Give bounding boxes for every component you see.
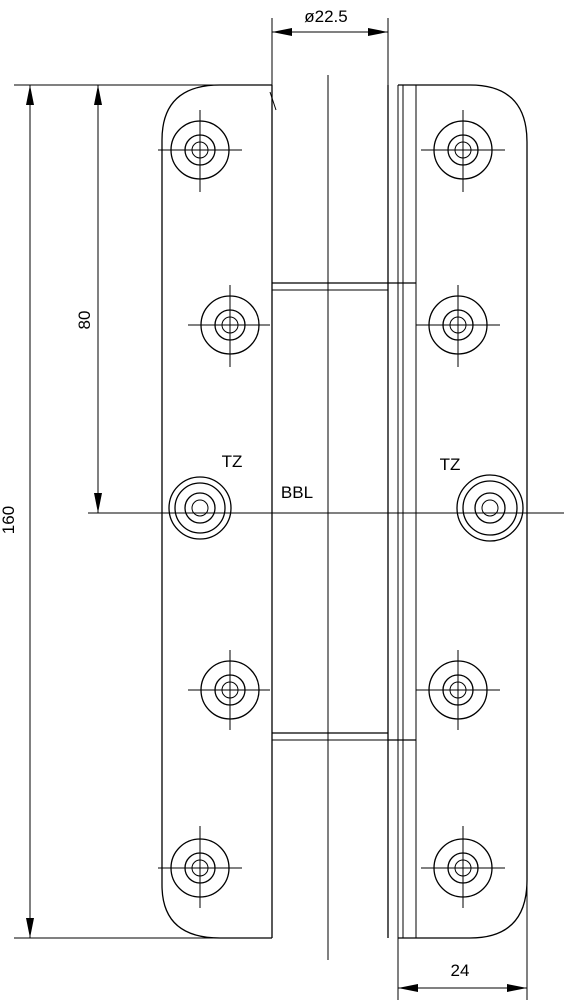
screw-hole-right-2 (416, 285, 500, 367)
screw-hole-left-2 (188, 285, 270, 367)
right-leaf-outline (398, 84, 528, 939)
label-tz-right: TZ (440, 455, 461, 474)
dimension-hole-spacing (94, 85, 102, 513)
screw-hole-right-4 (421, 826, 505, 908)
screw-hole-left-4 (158, 826, 242, 908)
dimension-total-height (14, 84, 222, 939)
screw-hole-left-3 (188, 650, 270, 730)
hinge-barrel (271, 75, 417, 960)
dimension-total-height-label: 160 (0, 506, 18, 534)
dimension-leaf-width-label: 24 (451, 961, 470, 980)
left-leaf-joint-top (269, 91, 277, 111)
dimension-pin-diameter (271, 18, 389, 85)
label-bbl: BBL (281, 483, 313, 502)
screw-hole-right-tz (456, 474, 524, 542)
screw-hole-right-3 (416, 650, 500, 730)
dimension-hole-spacing-label: 80 (75, 311, 94, 330)
label-tz-left: TZ (222, 452, 243, 471)
screw-hole-left-1 (158, 110, 242, 192)
dimension-pin-diameter-label: ø22.5 (304, 7, 347, 26)
screw-hole-right-1 (421, 110, 505, 192)
dimension-leaf-width (397, 880, 528, 1000)
left-leaf-outline (161, 84, 272, 939)
screw-hole-left-tz (168, 476, 232, 540)
